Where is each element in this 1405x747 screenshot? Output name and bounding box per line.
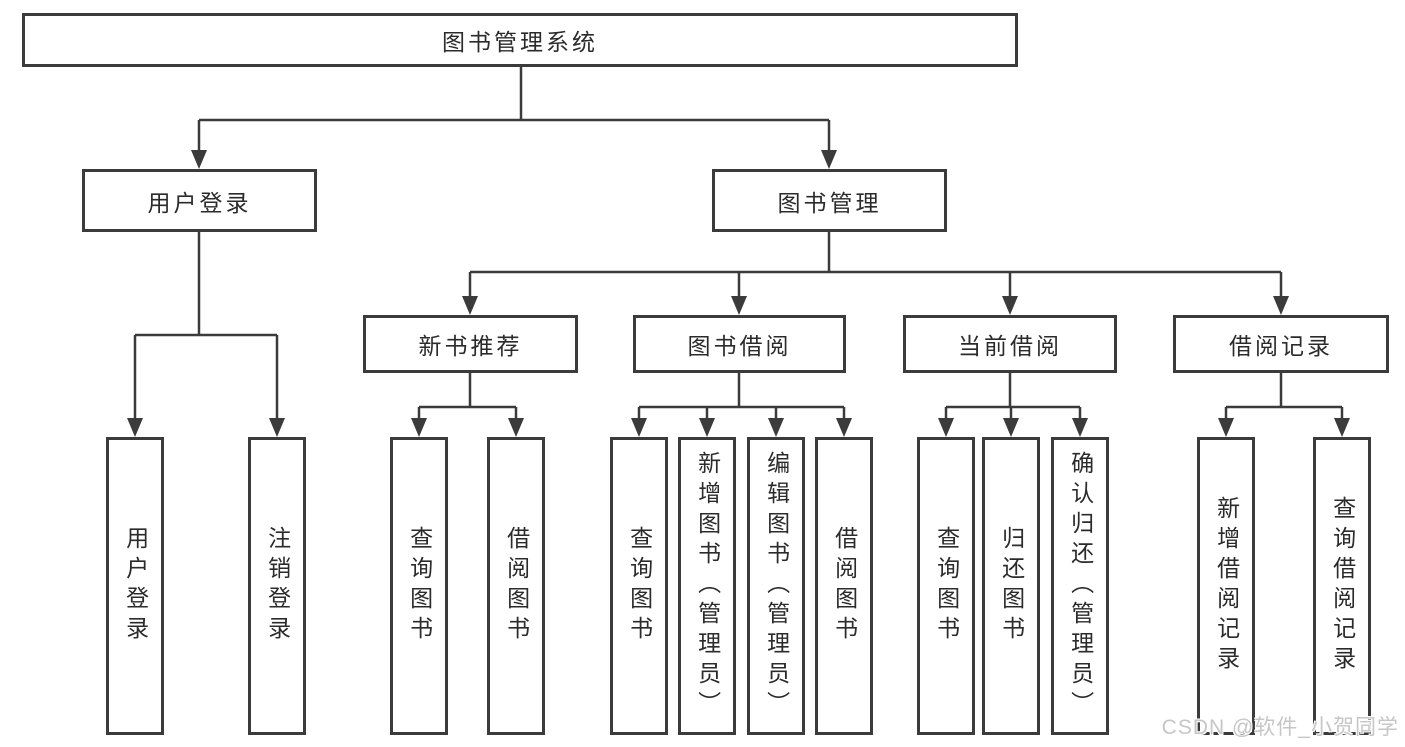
arrowheads <box>127 150 1350 437</box>
leaf-label: 新增借阅记录 <box>1213 496 1240 676</box>
leaf-label: 编辑图书（管理员） <box>763 451 790 721</box>
leaf-query-books-borrow: 查询图书 <box>610 437 668 735</box>
node-label: 图书借阅 <box>687 333 792 359</box>
node-current-borrowing: 当前借阅 <box>903 315 1117 373</box>
node-book-borrowing: 图书借阅 <box>633 315 846 373</box>
leaf-label: 查询图书 <box>406 526 433 646</box>
leaf-add-borrow-record: 新增借阅记录 <box>1197 437 1255 735</box>
leaf-query-borrow-record: 查询借阅记录 <box>1313 437 1371 735</box>
leaf-label: 注销登录 <box>264 526 291 646</box>
leaf-add-books-admin: 新增图书（管理员） <box>678 437 736 735</box>
leaf-label: 借阅图书 <box>503 526 530 646</box>
leaf-confirm-return-admin: 确认归还（管理员） <box>1051 437 1109 735</box>
csdn-watermark: CSDN @软件_小贺同学 <box>1161 716 1399 739</box>
leaf-edit-books-admin: 编辑图书（管理员） <box>747 437 805 735</box>
node-label: 图书管理 <box>777 189 882 216</box>
node-borrowing-records: 借阅记录 <box>1173 315 1389 373</box>
leaf-borrow-books-recommend: 借阅图书 <box>487 437 545 735</box>
leaf-logout: 注销登录 <box>248 437 306 735</box>
leaf-label: 借阅图书 <box>831 526 858 646</box>
node-label: 借阅记录 <box>1229 333 1333 359</box>
node-user-login-module: 用户登录 <box>82 169 317 232</box>
leaf-query-books-recommend: 查询图书 <box>390 437 448 735</box>
leaf-label: 用户登录 <box>122 526 149 646</box>
leaf-label: 确认归还（管理员） <box>1067 451 1094 721</box>
node-label: 当前借阅 <box>958 333 1062 359</box>
node-book-management-module: 图书管理 <box>712 169 947 232</box>
node-new-book-recommend: 新书推荐 <box>363 315 578 373</box>
leaf-return-books: 归还图书 <box>982 437 1040 735</box>
leaf-label: 查询图书 <box>933 526 960 646</box>
leaf-query-books-current: 查询图书 <box>917 437 975 735</box>
leaf-user-login: 用户登录 <box>106 437 164 735</box>
node-label: 新书推荐 <box>418 333 523 359</box>
leaf-label: 新增图书（管理员） <box>694 451 721 721</box>
leaf-label: 查询借阅记录 <box>1329 496 1356 676</box>
leaf-borrow-books: 借阅图书 <box>815 437 873 735</box>
leaf-label: 查询图书 <box>626 526 653 646</box>
node-root-system: 图书管理系统 <box>22 13 1018 67</box>
leaf-label: 归还图书 <box>998 526 1025 646</box>
node-label: 用户登录 <box>147 189 252 216</box>
node-root-label: 图书管理系统 <box>442 29 598 55</box>
